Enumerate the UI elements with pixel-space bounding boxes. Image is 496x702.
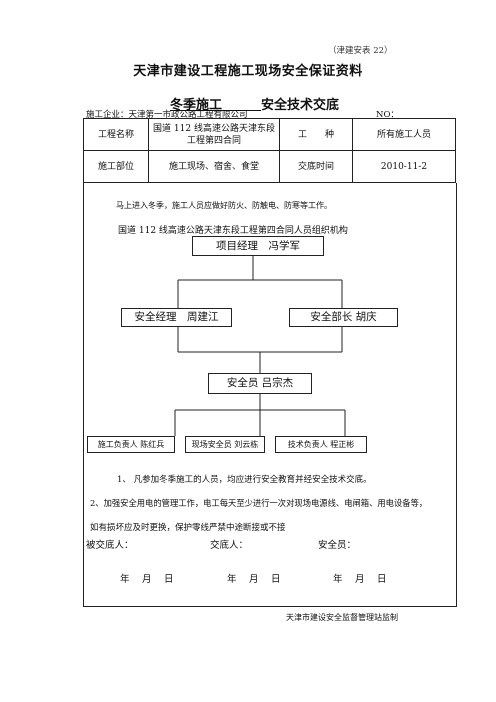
org-chart-title: 国道 112 线高速公路天津东段工程第四合同人员组织机构 [118,226,348,236]
receiver-date: 年 月 日 [120,574,174,585]
org-box-safety-manager: 安全经理 周建江 [121,308,232,327]
content-box [83,183,457,607]
org-box-site-safety-officer: 现场安全员 刘云栋 [185,436,265,453]
page-title: 天津市建设工程施工现场安全保证资料 [133,64,363,79]
table-row: 工程名称 国道 112 线高速公路天津东段工程第四合同 工 种 所有施工人员 [83,118,456,151]
footer-issuer: 天津市建设安全监督管理站监制 [286,613,398,622]
subtitle-suffix: 安全技术交底 [261,98,340,113]
project-name-label: 工程名称 [83,118,149,151]
table-row: 施工部位 施工现场、宿舍、食堂 交底时间 2010-11-2 [83,150,456,183]
briefing-time-value: 2010-11-2 [352,150,456,183]
document-number-label: NO： [376,110,399,120]
org-box-safety-department: 安全部长 胡庆 [289,308,398,327]
document-subtitle: 冬季施工 安全技术交底 [170,94,339,113]
location-label: 施工部位 [83,150,149,183]
safety-officer-date: 年 月 日 [333,574,387,585]
org-box-construction-lead: 施工负责人 陈红兵 [87,436,175,453]
company-line: 施工企业：天津第一市政公路工程有限公司 [86,110,248,120]
briefer-signature-label: 交底人： [210,540,249,551]
receiver-signature-label: 被交底人： [86,540,134,551]
org-box-safety-officer: 安全员 吕宗杰 [208,373,312,394]
org-box-project-manager: 项目经理 冯学军 [192,236,324,256]
subtitle-topic: 冬季施工 [170,98,223,113]
location-value: 施工现场、宿舍、食堂 [148,150,280,183]
instruction-item-1: 1、 凡参加冬季施工的人员，均应进行安全教育并经安全技术交底。 [117,475,372,485]
info-table: 工程名称 国道 112 线高速公路天津东段工程第四合同 工 种 所有施工人员 施… [83,118,456,183]
org-box-technical-lead: 技术负责人 程正彬 [275,436,367,453]
instruction-item-2-continued: 如有损坏应及时更换，保护零线严禁中途断接或不接 [90,523,286,533]
briefing-time-label: 交底时间 [279,150,353,183]
instruction-item-2: 2、加强安全用电的管理工作，电工每天至少进行一次对现场电源线、电闸箱、用电设备等… [90,498,428,508]
briefer-date: 年 月 日 [227,574,281,585]
intro-text: 马上进入冬季，施工人员应做好防火、防触电、防寒等工作。 [116,201,332,210]
safety-officer-signature-label: 安全员： [318,540,357,551]
form-code: （津建安表 22） [328,46,393,56]
